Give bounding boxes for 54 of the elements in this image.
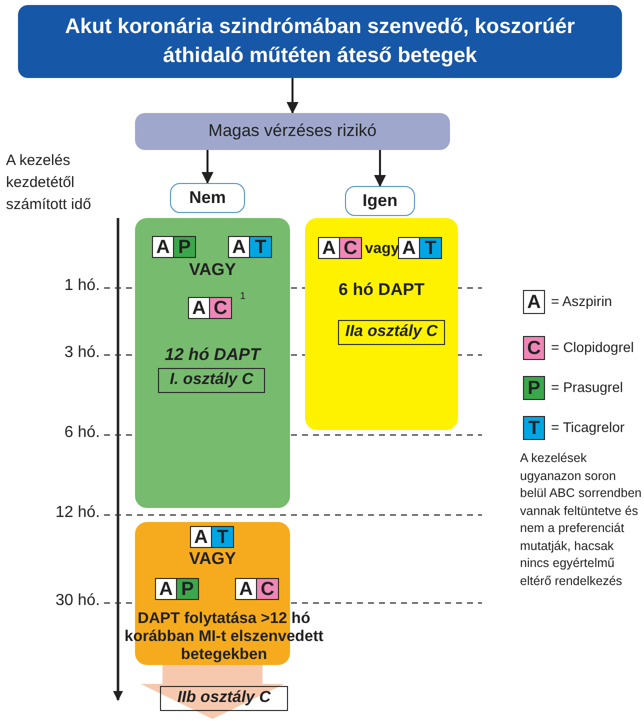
drug-code: A (188, 297, 210, 319)
class-box: IIa osztály C (338, 320, 445, 345)
class-box: IIb osztály C (160, 686, 288, 711)
drug-code: C (210, 297, 232, 319)
block-arrow (140, 665, 284, 719)
tick-label: 30 hó. (54, 592, 100, 610)
drug-code: P (177, 578, 199, 600)
arrow (374, 150, 386, 187)
legend-text: = Ticagrelor (551, 419, 625, 436)
title-text: Akut koronária szindrómában szenvedő, koszorúér áthidaló műtéten áteső betegek (64, 14, 576, 68)
footnote-mark: 1 (240, 291, 246, 302)
tick-label: 1 hó. (63, 277, 100, 296)
drug-code: T (212, 526, 234, 548)
drug-code: A (235, 578, 257, 600)
legend-text: = Aszpirin (551, 293, 612, 310)
drug-code: A (398, 237, 420, 259)
class-box: I. osztály C (158, 368, 265, 393)
drug-code: T (523, 416, 545, 440)
drug-code: P (174, 236, 196, 258)
drug-code: T (250, 236, 272, 258)
box-label: Magas vérzéses rizikó (208, 120, 377, 142)
panel-text: vagy (364, 240, 400, 258)
decision-box (135, 113, 450, 150)
arrow (286, 78, 298, 114)
drug-code: A (152, 236, 174, 258)
treatment-panel (305, 218, 458, 430)
arrow (202, 150, 214, 184)
treatment-panel (135, 218, 290, 508)
answer-box (345, 186, 415, 216)
answer-box (170, 183, 245, 213)
axis-title: A kezelés kezdetétől számított idő (6, 151, 92, 214)
panel-text: VAGY (188, 549, 237, 569)
drug-code: A (190, 526, 212, 548)
drug-code: C (523, 336, 545, 360)
tick-label: 6 hó. (63, 424, 100, 442)
title-banner (18, 5, 622, 78)
box-label: Igen (362, 190, 398, 212)
tick-label: 3 hó. (63, 344, 100, 362)
drug-code: A (523, 290, 545, 314)
drug-code: A (318, 237, 340, 259)
note-text: A kezelések ugyanazon soron belül ABC sorrendben vannak feltüntetve és nem a preferenciát mutatják, hacsak nincs egyértelmű eltérő rendelkezés (520, 450, 643, 590)
drug-code: T (420, 237, 442, 259)
drug-code: C (340, 237, 362, 259)
panel-text: 6 hó DAPT (338, 280, 426, 300)
panel-text: 12 hó DAPT (164, 345, 262, 365)
tick-label: 12 hó. (54, 504, 100, 522)
drug-code: P (523, 376, 545, 400)
legend-text: = Clopidogrel (551, 339, 634, 356)
box-label: Nem (189, 186, 226, 209)
panel-text: VAGY (188, 260, 237, 280)
drug-code: A (228, 236, 250, 258)
drug-code: C (257, 578, 279, 600)
legend-text: = Prasugrel (551, 379, 623, 396)
drug-code: A (155, 578, 177, 600)
